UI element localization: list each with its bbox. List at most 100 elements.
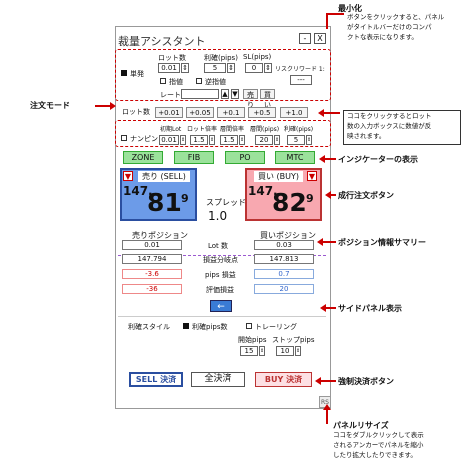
sell-close-button[interactable]: SELL 決済	[129, 372, 183, 387]
lot-input[interactable]: 0.01	[158, 63, 180, 73]
annotation-market-order: 成行注文ボタン	[338, 191, 394, 200]
minimize-button[interactable]: -	[299, 33, 311, 44]
buy-position-header: 買いポジション	[260, 231, 316, 240]
note-lot-3: 映されます。	[347, 132, 386, 140]
sl-spinner[interactable]: ⇕	[264, 63, 272, 73]
buy-close-button[interactable]: BUY 決済	[255, 372, 312, 387]
arrow-indicator	[324, 158, 336, 160]
lot-add-0-01-button[interactable]: +0.01	[155, 107, 183, 118]
sell-price-sup: 9	[181, 192, 189, 205]
trailing-label: トレーリング	[255, 323, 297, 331]
nanpin-header-tp-pips: 利確(pips)	[284, 126, 314, 133]
note-lot-1: ココをクリックするとロット	[347, 112, 432, 120]
sell-dropdown-icon[interactable]: ▼	[123, 171, 133, 181]
arrow-force-close	[320, 380, 336, 382]
nanpin-header-lot-mult: ロット倍率	[187, 126, 218, 133]
rate-label: レート	[160, 91, 181, 99]
side-panel-button[interactable]: ←	[210, 300, 232, 312]
arrow-order-mode-head	[110, 102, 116, 110]
sl-input[interactable]: 0	[245, 63, 263, 73]
stop-pips-spinner[interactable]: ⇕	[295, 346, 301, 356]
pending-sell-button[interactable]: 売り	[243, 89, 258, 109]
nanpin-initial-lot-spinner[interactable]: ⇕	[180, 135, 186, 145]
sell-lot-value: 0.01	[122, 240, 182, 250]
rate-up-button[interactable]: ▲	[221, 89, 229, 99]
buy-eval-value: 20	[254, 284, 314, 294]
indicator-fib-button[interactable]: FIB	[174, 151, 214, 164]
arrow-side-panel	[325, 307, 336, 309]
nanpin-layer-pips-input[interactable]: 20	[255, 135, 273, 145]
arrow-resize-head	[323, 404, 331, 410]
limit-checkbox[interactable]	[160, 78, 166, 84]
tp-input[interactable]: 5	[204, 63, 226, 73]
tp-spinner[interactable]: ⇕	[227, 63, 235, 73]
lot-note-box	[343, 110, 461, 145]
nanpin-header-layer-pips: 層間(pips)	[250, 126, 280, 133]
nanpin-layer-mult-input[interactable]: 1.5	[220, 135, 238, 145]
nanpin-lot-mult-spinner[interactable]: ⇕	[209, 135, 215, 145]
breakeven-label: 損益分岐点	[203, 256, 238, 264]
lot-add-1-0-button[interactable]: +1.0	[280, 107, 308, 118]
nanpin-layer-mult-spinner[interactable]: ⇕	[239, 135, 245, 145]
annotation-indicator: インジケーターの表示	[338, 155, 418, 164]
indicator-zone-button[interactable]: ZONE	[123, 151, 163, 164]
start-pips-spinner[interactable]: ⇕	[259, 346, 265, 356]
limit-label: 指値	[169, 78, 183, 86]
lot-spinner[interactable]: ⇕	[181, 63, 189, 73]
rate-down-button[interactable]: ▼	[231, 89, 239, 99]
lot-count-label: Lot 数	[208, 242, 229, 250]
buy-dropdown-icon[interactable]: ▼	[307, 171, 317, 181]
sell-label: 売り (SELL)	[138, 171, 190, 182]
single-checkbox[interactable]	[121, 70, 127, 76]
nanpin-tp-pips-spinner[interactable]: ⇕	[306, 135, 312, 145]
arrow-resize-line	[326, 410, 328, 424]
arrow-position	[322, 241, 336, 243]
order-mode-section	[115, 49, 331, 101]
arrow-order-mode	[95, 105, 112, 107]
stop-pips-input[interactable]: 10	[276, 346, 294, 356]
note-resize-3: したり拡大したりできます。	[333, 451, 417, 459]
lot-add-0-1-button[interactable]: +0.1	[217, 107, 245, 118]
lot-add-0-5-button[interactable]: +0.5	[248, 107, 276, 118]
stop-checkbox[interactable]	[196, 78, 202, 84]
exit-style-label: 利確スタイル	[128, 323, 170, 331]
arrow-minimize-line	[326, 13, 328, 29]
summary-divider	[118, 255, 326, 256]
annotation-resize: パネルリサイズ	[333, 421, 389, 430]
nanpin-initial-lot-input[interactable]: 0.01	[159, 135, 179, 145]
buy-price-sup: 9	[306, 192, 314, 205]
rate-input[interactable]	[181, 89, 219, 99]
lot-add-0-05-button[interactable]: +0.05	[186, 107, 214, 118]
annotation-minimize: 最小化	[338, 4, 362, 13]
sell-position-header: 売りポジション	[132, 231, 188, 240]
sell-pips-value: -3.6	[122, 269, 182, 279]
buy-breakeven-value: 147.813	[254, 254, 314, 264]
note-lot-2: 数の入力ボックスに数値が反	[347, 122, 432, 130]
all-close-button[interactable]: 全決済	[191, 372, 245, 387]
sell-eval-value: -36	[122, 284, 182, 294]
profit-pips-label: 利確pips数	[192, 323, 228, 331]
arrow-position-head	[317, 238, 323, 246]
nanpin-tp-pips-input[interactable]: 5	[287, 135, 305, 145]
note-resize-2: されるアンカーでパネルを縮小	[333, 441, 424, 449]
nanpin-checkbox[interactable]	[121, 135, 127, 141]
stop-pips-label: ストップpips	[272, 336, 315, 344]
arrow-market	[330, 194, 336, 196]
nanpin-layer-pips-spinner[interactable]: ⇕	[274, 135, 280, 145]
nanpin-lot-mult-input[interactable]: 1.5	[190, 135, 208, 145]
arrow-side-panel-head	[320, 304, 326, 312]
start-pips-input[interactable]: 15	[240, 346, 258, 356]
indicator-mtc-button[interactable]: MTC	[275, 151, 315, 164]
risk-reward-value: ---	[290, 75, 312, 85]
risk-reward-label: リスクリワード 1:	[275, 66, 325, 73]
eval-pl-label: 評価損益	[206, 286, 234, 294]
trailing-checkbox[interactable]	[246, 323, 252, 329]
nanpin-header-initial-lot: 初期Lot	[160, 126, 182, 133]
close-button[interactable]: X	[314, 33, 326, 44]
pending-buy-button[interactable]: 買い	[260, 89, 275, 109]
profit-pips-checkbox[interactable]	[183, 323, 189, 329]
indicator-po-button[interactable]: PO	[225, 151, 265, 164]
buy-price-main: 82	[272, 188, 307, 217]
buy-label: 買い (BUY)	[254, 171, 304, 182]
buy-lot-value: 0.03	[254, 240, 314, 250]
